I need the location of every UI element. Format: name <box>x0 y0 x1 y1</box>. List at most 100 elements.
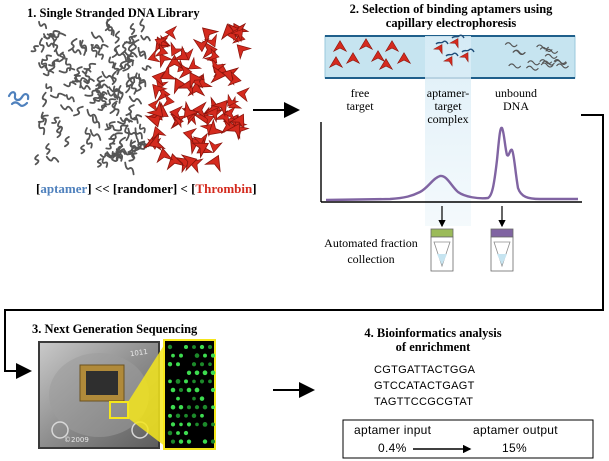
thrombin-molecule <box>182 127 198 144</box>
thrombin-molecule <box>151 70 167 87</box>
sequencing-cluster <box>170 439 176 444</box>
dna-strand <box>97 49 104 60</box>
sequencing-cluster <box>176 396 180 401</box>
sequencing-cluster <box>203 353 207 358</box>
thrombin-molecule <box>221 67 240 86</box>
thrombin-molecule <box>203 33 217 48</box>
thrombin-molecule <box>236 44 253 60</box>
dna-strand <box>63 81 77 88</box>
dna-strand <box>106 19 114 36</box>
dna-strand <box>57 120 63 134</box>
thrombin-molecule <box>148 132 166 150</box>
arrow-step2-to-step3 <box>4 114 604 379</box>
dna-strand <box>49 92 67 99</box>
dna-strand <box>129 23 136 35</box>
capillary-unbound-dna <box>504 42 569 71</box>
aptamer-input-label: aptamer input <box>354 423 432 437</box>
thrombin-cluster <box>143 22 253 174</box>
dna-strand <box>38 37 45 53</box>
dna-strand <box>124 161 135 176</box>
dna-strand <box>100 93 107 109</box>
sequencing-cluster <box>208 379 212 384</box>
sequencing-cluster <box>170 387 176 393</box>
chip-mark-bottom: ©2009 <box>64 436 89 444</box>
dna-strand <box>90 31 104 43</box>
dna-strand <box>126 146 139 156</box>
sequencing-cluster <box>199 396 205 401</box>
sequencing-cluster <box>194 370 200 376</box>
sequencing-cluster <box>199 362 205 367</box>
complex-target <box>449 38 459 49</box>
dna-strand <box>96 158 102 168</box>
dna-strand <box>91 115 101 129</box>
free-target-molecule <box>345 52 361 65</box>
sequencing-cluster <box>186 405 192 410</box>
dna-strand <box>108 56 115 69</box>
thrombin-molecule <box>188 56 203 70</box>
sequencing-cluster <box>178 439 184 444</box>
dna-strand <box>80 84 91 90</box>
sequencing-cluster <box>167 430 173 436</box>
thrombin-molecule <box>154 38 168 51</box>
capillary-free-targets <box>328 38 412 71</box>
dna-strand <box>129 139 137 153</box>
unbound-dna-strand <box>508 63 522 69</box>
unbound-dna-strand <box>539 59 553 65</box>
dna-strand <box>42 70 55 77</box>
thrombin-molecule <box>146 100 164 118</box>
aptamer-input-value: 0.4% <box>378 441 407 455</box>
complex-target <box>443 56 453 67</box>
sequencing-cluster <box>192 396 196 401</box>
unbound-dna-strand <box>541 60 555 66</box>
dna-strand <box>73 105 84 117</box>
sequencing-cluster <box>211 405 215 410</box>
dna-strand <box>130 39 140 52</box>
dna-strand <box>116 60 128 72</box>
thrombin-molecule <box>154 42 169 57</box>
dna-strand <box>104 121 116 131</box>
dna-strand <box>97 91 108 98</box>
dna-strand <box>83 78 95 84</box>
sequence-item: CGTGATTACTGGA <box>374 364 476 376</box>
dna-strand <box>129 112 139 124</box>
sequence-item: TAGTTCCGCGTAT <box>374 396 474 408</box>
thrombin-molecule <box>192 37 210 53</box>
dna-strand <box>95 79 105 90</box>
dna-strand <box>43 33 56 40</box>
thrombin-molecule <box>206 47 220 61</box>
sequencing-cluster <box>199 344 205 350</box>
sequencing-cluster <box>194 405 200 410</box>
dna-strand <box>90 43 101 50</box>
sequencing-cluster <box>194 387 200 393</box>
unbound-dna-strand <box>545 48 559 54</box>
complex-aptamer <box>435 40 449 45</box>
dna-strand <box>113 62 120 76</box>
thrombin-molecule <box>147 99 160 113</box>
thrombin-molecule <box>164 25 178 41</box>
dna-strand <box>125 78 131 94</box>
complex-aptamer <box>461 48 475 53</box>
dna-strand <box>132 140 146 152</box>
dna-strand <box>96 83 109 89</box>
dna-strand <box>119 117 131 123</box>
dna-strand <box>51 116 60 124</box>
collection-tube-green <box>430 228 454 272</box>
sequencing-cluster <box>175 379 181 384</box>
thrombin-molecule <box>207 118 226 136</box>
complex-aptamer <box>445 52 459 57</box>
unbound-dna-strand <box>540 62 554 68</box>
sequencing-cluster <box>176 431 180 435</box>
thrombin-molecule <box>230 28 244 43</box>
complex-aptamer <box>451 34 465 39</box>
thrombin-molecule <box>210 65 227 84</box>
dna-strand <box>48 59 61 67</box>
sequencing-cluster <box>178 387 184 393</box>
unbound-dna-strand <box>553 59 567 65</box>
dna-strand <box>91 44 98 58</box>
dna-strand <box>37 114 49 123</box>
dna-strand <box>135 80 145 93</box>
dna-strand <box>41 54 52 62</box>
dna-strand <box>64 136 70 148</box>
